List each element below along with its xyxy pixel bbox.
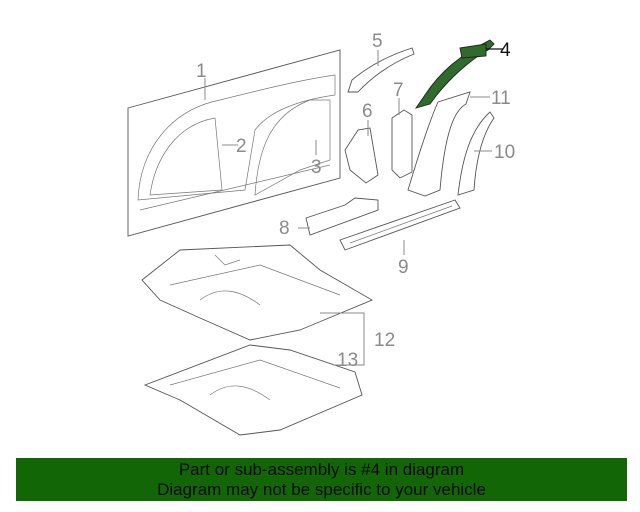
callout-5[interactable]: 5 — [372, 31, 383, 52]
callout-12[interactable]: 12 — [374, 330, 395, 351]
part-12-floor-pan[interactable] — [141, 244, 374, 341]
callout-1[interactable]: 1 — [196, 61, 207, 82]
part-11-pillar[interactable] — [407, 91, 471, 197]
callout-6[interactable]: 6 — [362, 101, 373, 122]
part-4-highlighted[interactable] — [414, 39, 495, 109]
banner-line-2: Diagram may not be specific to your vehi… — [157, 480, 486, 499]
info-banner: Part or sub-assembly is #4 in diagram Di… — [16, 458, 627, 501]
part-1-body-side-panel[interactable] — [127, 49, 341, 237]
callout-7[interactable]: 7 — [393, 80, 404, 101]
callout-13[interactable]: 13 — [337, 350, 358, 371]
callout-11[interactable]: 11 — [491, 88, 511, 109]
callout-9[interactable]: 9 — [398, 257, 409, 278]
part-10-pillar[interactable] — [457, 111, 495, 196]
banner-line-1: Part or sub-assembly is #4 in diagram — [178, 460, 465, 479]
callout-3[interactable]: 3 — [311, 157, 322, 178]
callout-4[interactable]: 4 — [500, 40, 511, 61]
part-13-rear-floor[interactable] — [143, 344, 363, 436]
leader-lines — [204, 48, 503, 366]
part-5-roof-rail[interactable] — [347, 47, 415, 93]
callout-8[interactable]: 8 — [279, 218, 290, 239]
part-6-pillar-reinforcement[interactable] — [344, 127, 379, 184]
part-8-rocker[interactable] — [305, 197, 379, 236]
part-7-pillar[interactable] — [391, 109, 413, 179]
callout-10[interactable]: 10 — [494, 142, 515, 163]
part-9-rocker-panel[interactable] — [339, 199, 461, 251]
callout-2[interactable]: 2 — [236, 136, 247, 157]
